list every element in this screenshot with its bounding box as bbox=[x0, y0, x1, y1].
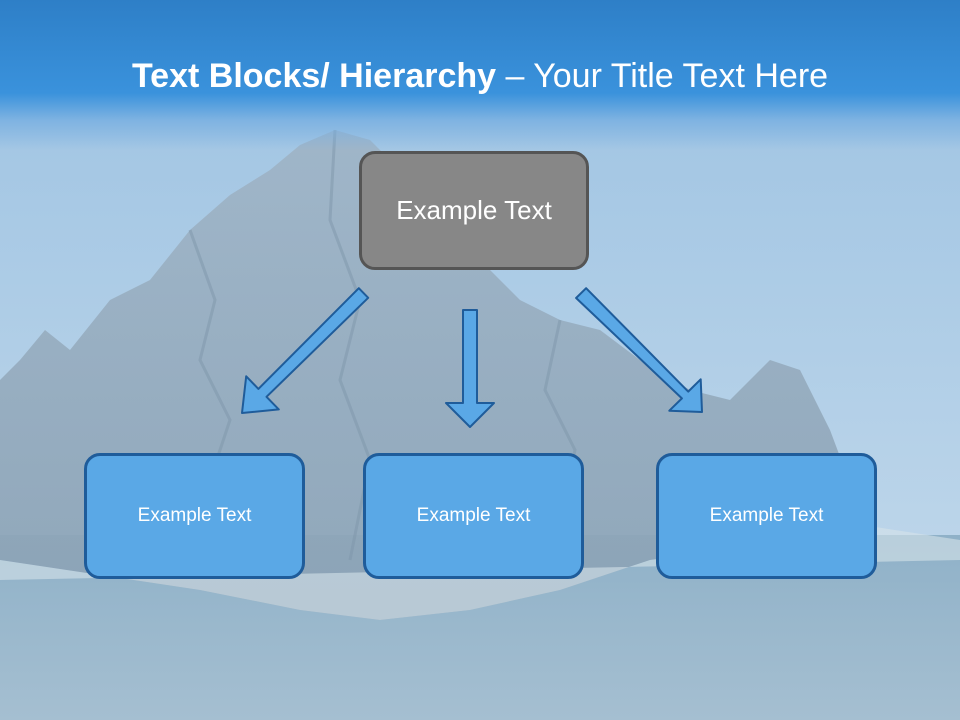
arrow-right bbox=[575, 287, 703, 413]
arrow-center bbox=[445, 309, 495, 428]
title-regular-part: Your Title Text Here bbox=[533, 57, 829, 95]
title-bar bbox=[0, 0, 960, 150]
top-text-block[interactable]: Example Text bbox=[359, 151, 589, 270]
title-bold-part: Text Blocks/ Hierarchy bbox=[131, 57, 497, 95]
right-child-text-block[interactable]: Example Text bbox=[656, 453, 877, 579]
right-child-label: Example Text bbox=[709, 505, 824, 526]
center-child-text-block[interactable]: Example Text bbox=[363, 453, 584, 579]
arrow-left bbox=[241, 287, 370, 414]
left-child-text-block[interactable]: Example Text bbox=[84, 453, 305, 579]
center-child-label: Example Text bbox=[416, 505, 531, 526]
slide-title: Text Blocks/ Hierarchy – Your Title Text… bbox=[0, 56, 960, 96]
left-child-label: Example Text bbox=[137, 505, 252, 526]
top-text-block-label: Example Text bbox=[396, 195, 552, 225]
title-separator: – bbox=[496, 57, 534, 95]
